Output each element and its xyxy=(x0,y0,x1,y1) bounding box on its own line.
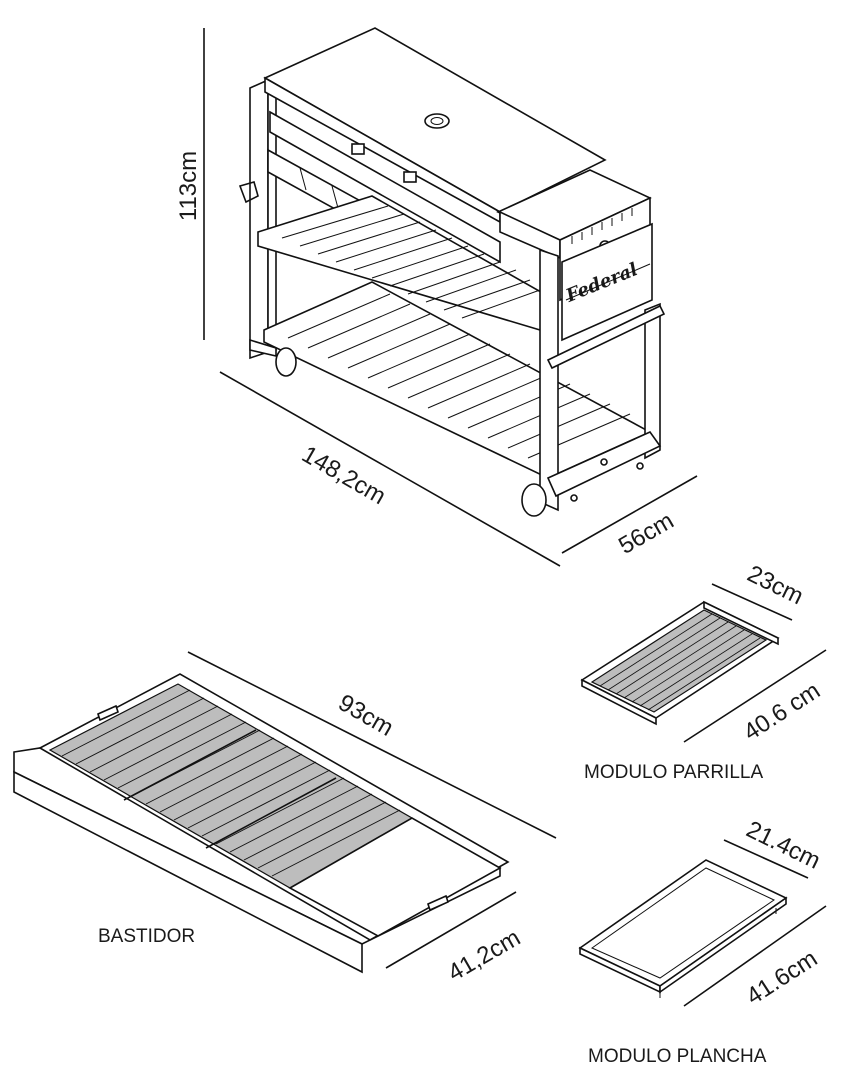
bastidor-caption: BASTIDOR xyxy=(98,926,195,947)
parrilla-grate xyxy=(590,609,768,713)
upper-rack-slats xyxy=(281,205,541,319)
rear-wheel xyxy=(275,347,297,377)
rail-bolt xyxy=(600,458,608,466)
side-latch xyxy=(238,181,259,204)
bastidor-length-line xyxy=(187,651,557,839)
lid-knob xyxy=(424,113,450,129)
height-dimension: 113cm xyxy=(175,28,205,340)
brand-panel-line xyxy=(565,263,651,301)
parrilla-length-line xyxy=(683,649,827,743)
depth-dimension: 56cm xyxy=(561,475,698,560)
plancha-caption: MODULO PLANCHA xyxy=(588,1046,767,1067)
bastidor-dividers xyxy=(123,729,337,849)
front-wheel xyxy=(521,483,547,517)
left-bottom-rail xyxy=(249,338,277,358)
handle-right xyxy=(403,171,417,183)
lid-knob-inner xyxy=(430,117,444,125)
length-dimension-line xyxy=(219,371,561,567)
grill-cart-drawing: Federal xyxy=(238,27,666,517)
bastidor-handle-right xyxy=(427,894,449,912)
plancha-side-edge xyxy=(659,896,787,994)
parrilla-front-edge xyxy=(581,678,657,726)
bottom-front-rail xyxy=(546,431,662,498)
plancha-length-label: 41.6cm xyxy=(742,945,823,1011)
bastidor-drawing: 93cm 41,2cm BASTIDOR xyxy=(13,651,557,987)
leg-bolt xyxy=(636,462,644,470)
bastidor-plancha-insert xyxy=(288,817,502,937)
parrilla-back-edge xyxy=(703,600,779,646)
bastidor-width-line xyxy=(385,891,517,969)
depth-dimension-line xyxy=(561,475,698,554)
bastidor-length-label: 93cm xyxy=(334,689,398,742)
front-right-leg xyxy=(644,302,661,460)
length-label: 148,2cm xyxy=(297,441,390,510)
front-left-leg xyxy=(539,248,559,512)
parrilla-caption: MODULO PARRILLA xyxy=(584,762,763,783)
plancha-width-label: 21.4cm xyxy=(742,816,825,875)
parrilla-bars xyxy=(599,613,761,711)
parrilla-length-label: 40.6 cm xyxy=(739,677,825,746)
depth-label: 56cm xyxy=(614,507,678,560)
handle-left xyxy=(351,143,365,155)
firebox-vents xyxy=(571,208,633,244)
plancha-width-line xyxy=(723,839,809,879)
height-label: 113cm xyxy=(175,151,202,221)
bastidor-width-label: 41,2cm xyxy=(443,924,525,987)
parrilla-drawing: 23cm 40.6 cm MODULO PARRILLA xyxy=(580,560,827,783)
plancha-length-line xyxy=(683,905,827,1007)
bastidor-front-face xyxy=(13,770,363,974)
bastidor-handle-left xyxy=(97,704,119,722)
plancha-drawing: 21.4cm 41.6cm MODULO PLANCHA xyxy=(578,816,827,1067)
left-rear-post xyxy=(249,78,269,360)
front-bolt xyxy=(570,494,578,502)
plancha-inner-edge xyxy=(590,867,776,979)
parrilla-width-line xyxy=(711,583,793,621)
side-shelf-rail xyxy=(546,304,666,370)
